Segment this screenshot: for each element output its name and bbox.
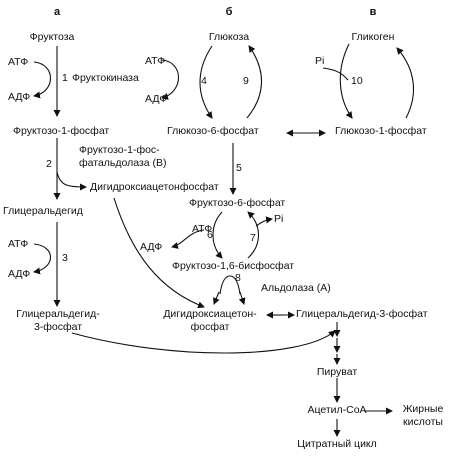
label-glycogen: Гликоген	[351, 31, 395, 43]
step-1: 1	[62, 72, 68, 84]
label-dhap-bottom-line1: Дигидроксиацетон-	[163, 308, 257, 320]
arrow-f1p-to-dhap	[56, 171, 87, 191]
step-9: 9	[243, 75, 249, 87]
arrow-pfk	[212, 211, 223, 259]
arrow-glucose-6-phosphatase	[246, 45, 263, 119]
arrow-atp-adp-1	[33, 61, 51, 99]
label-atp-6: АТФ	[192, 223, 213, 235]
label-adp-3: АДФ	[8, 268, 31, 280]
label-atp-4: АТФ	[145, 55, 166, 67]
label-aldolase-b-line2: фатальдолаза (В)	[79, 157, 167, 169]
label-citrate-cycle: Цитратный цикл	[297, 438, 377, 450]
step-3: 3	[62, 252, 68, 264]
label-glucose: Глюкоза	[208, 31, 250, 43]
label-atp-1: АТФ	[8, 56, 29, 68]
column-header-b: б	[225, 6, 233, 18]
label-fructose-6-phosphate: Фруктозо-6-фосфат	[189, 197, 286, 209]
label-fatty-acids-line1: Жирные	[402, 403, 444, 415]
label-aldolase-a: Альдолаза (А)	[261, 282, 331, 294]
label-fructose-1-phosphate: Фруктозо-1-фосфат	[13, 125, 110, 137]
step-6: 6	[207, 229, 213, 241]
arrow-atp-adp-3	[33, 243, 51, 275]
label-adp-1: АДФ	[8, 91, 31, 103]
arrow-atp-adp-4	[161, 59, 179, 100]
arrow-pi-10	[322, 67, 349, 81]
arrow-aldolase-to-dhap	[213, 291, 220, 305]
arrow-atp-adp-6	[171, 229, 205, 249]
label-pyruvate: Пируват	[316, 366, 358, 378]
label-glucose-6-phosphate: Глюкозо-6-фосфат	[167, 125, 259, 137]
label-gap-right: Глицеральдегид-3-фосфат	[296, 308, 428, 320]
step-2: 2	[46, 158, 52, 170]
label-atp-3: АТФ	[8, 238, 29, 250]
arrow-dhap-top-to-bottom	[113, 197, 205, 309]
step-4: 4	[201, 75, 207, 87]
label-fructokinase: Фруктокиназа	[72, 72, 139, 84]
arrow-hexokinase	[199, 45, 213, 119]
label-fatty-acids-line2: кислоты	[403, 416, 443, 428]
arrow-pi-7	[255, 216, 273, 227]
step-7: 7	[250, 232, 256, 244]
arrow-fbpase	[247, 211, 260, 259]
step-5: 5	[236, 162, 242, 174]
label-pi-7: Pi	[274, 213, 284, 225]
label-glyceraldehyde: Глицеральдегид	[3, 205, 83, 217]
label-glucose-1-phosphate: Глюкозо-1-фосфат	[335, 125, 427, 137]
arrow-aldolase-a	[219, 275, 241, 295]
column-header-a: а	[53, 6, 61, 18]
label-adp-4: АДФ	[145, 93, 168, 105]
label-fructose-1-6-bisphosphate: Фруктозо-1,6-бисфосфат	[172, 260, 295, 272]
label-aldolase-b-line1: Фруктозо-1-фос-	[79, 144, 160, 156]
step-8: 8	[235, 272, 241, 284]
label-fructose: Фруктоза	[29, 31, 75, 43]
arrow-gap-left-to-right	[71, 330, 336, 354]
step-10: 10	[351, 75, 363, 87]
label-dhap-bottom-line2: фосфат	[190, 321, 230, 333]
arrow-glycogen-phosphorylase	[339, 43, 353, 119]
arrow-glycogen-synthesis	[396, 47, 414, 119]
label-gap-left-line2: 3-фосфат	[33, 321, 83, 333]
label-pi-10: Pi	[315, 55, 325, 67]
label-adp-6: АДФ	[140, 241, 163, 253]
label-dhap-top: Дигидроксиацетонфосфат	[90, 181, 219, 193]
label-gap-left-line1: Глицеральдегид-	[16, 308, 100, 320]
arrow-aldolase-to-gap	[238, 291, 246, 305]
column-header-v: в	[369, 6, 377, 18]
label-acetyl-coa: Ацетил-CoA	[307, 404, 367, 416]
